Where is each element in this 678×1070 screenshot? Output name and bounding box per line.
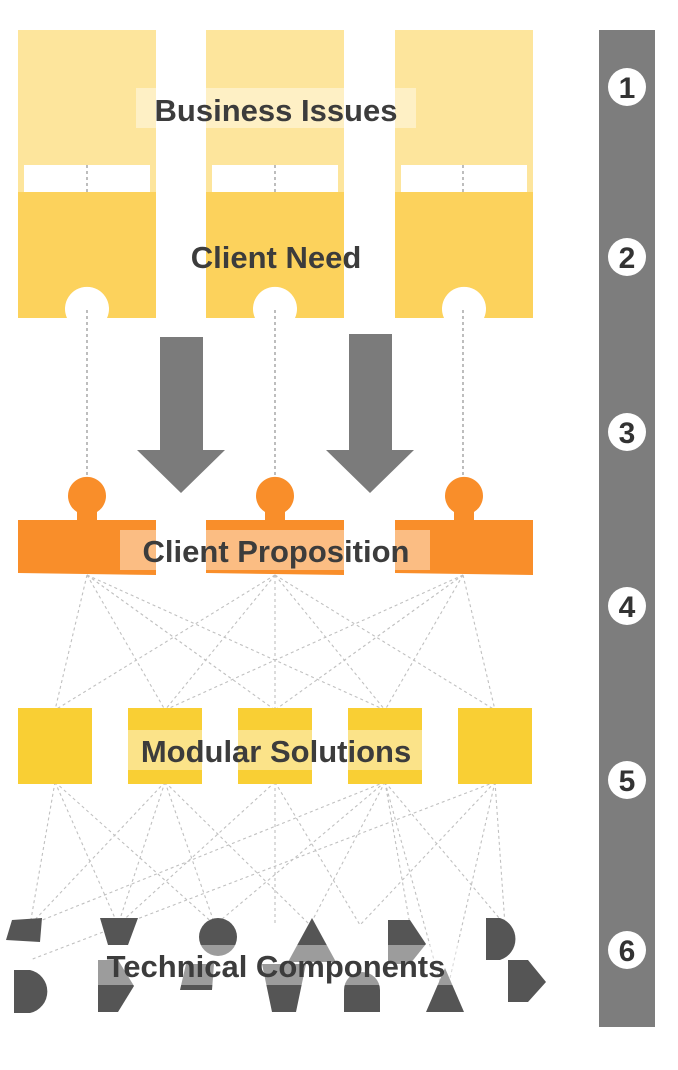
level-badge [608, 413, 646, 451]
connector-line [164, 781, 216, 926]
level-number: 2 [619, 242, 636, 275]
connector-line [86, 574, 386, 711]
level-number: 3 [619, 417, 636, 450]
connector-line [54, 781, 216, 926]
connector-line [117, 781, 276, 926]
level-number: 4 [619, 591, 636, 624]
business-issue-piece [395, 30, 533, 165]
modular-solutions-row [18, 708, 532, 784]
pentagon-component-icon [508, 960, 546, 1002]
connector-line [54, 574, 276, 711]
connector-line [274, 781, 361, 926]
level-number: 5 [619, 765, 636, 798]
connector-line [164, 781, 311, 926]
modular-solution-block [238, 708, 312, 784]
modular-solution-block [18, 708, 92, 784]
connector-line [29, 781, 166, 926]
connectors [29, 165, 506, 1001]
connector-line [86, 574, 166, 711]
level-label-technical-components: Technical Components [107, 949, 446, 984]
level-scale-bar: 1 2 3 4 5 6 [599, 30, 655, 1027]
connector-line [54, 574, 88, 711]
modular-solution-block [128, 708, 202, 784]
business-issue-piece [206, 30, 344, 165]
connector-line [29, 781, 386, 926]
triangle-component-icon [426, 968, 464, 1012]
connector-line [384, 574, 464, 711]
level-number: 6 [619, 935, 636, 968]
connector-line [444, 781, 496, 1001]
client-need-piece [395, 192, 533, 318]
modular-solution-block [348, 708, 422, 784]
connector-line [29, 781, 496, 961]
client-need-row [18, 192, 533, 318]
connector-line [164, 574, 276, 711]
half-circle-component-icon [14, 970, 48, 1013]
parallelogram-component-icon [6, 918, 42, 942]
trapezoid-component-icon [100, 918, 138, 945]
level-badge [608, 587, 646, 625]
connector-line [359, 781, 496, 926]
client-need-piece [206, 192, 344, 318]
half-circle-component-icon [486, 918, 516, 960]
connector-line [274, 574, 386, 711]
pentagon-component-icon [388, 920, 426, 964]
client-proposition-piece [18, 476, 156, 575]
label-highlight [136, 88, 416, 128]
arrows [137, 334, 414, 493]
level-number: 1 [619, 72, 636, 105]
level-badge [608, 68, 646, 106]
label-highlight [80, 945, 475, 985]
connector-line [29, 781, 56, 926]
label-highlight [120, 730, 432, 770]
business-issue-tab [395, 165, 401, 195]
level-badge [608, 931, 646, 969]
connector-line [462, 574, 496, 711]
connector-line [384, 781, 446, 1001]
down-arrow-icon [137, 337, 225, 493]
level-label-client-need: Client Need [191, 240, 362, 275]
connector-line [117, 781, 166, 926]
connector-line [384, 781, 506, 926]
client-proposition-row [18, 476, 533, 575]
connector-line [86, 574, 276, 711]
level-badge [608, 238, 646, 276]
technical-components-row [6, 918, 546, 1013]
business-issue-tab [18, 165, 24, 195]
business-issue-tab [206, 165, 212, 195]
trapezoid-component-icon [262, 964, 306, 1012]
pentagon-component-icon [98, 960, 134, 1012]
client-proposition-piece [206, 476, 344, 575]
business-issue-tab [338, 165, 344, 195]
level-labels: Business Issues Client Need Client Propo… [80, 88, 475, 985]
parallelogram-component-icon [180, 964, 214, 990]
level-label-business-issues: Business Issues [155, 93, 398, 128]
connector-line [494, 781, 506, 926]
scale-bar [599, 30, 655, 1027]
connector-line [384, 781, 411, 926]
level-label-modular-solutions: Modular Solutions [141, 734, 411, 769]
half-circle-component-icon [344, 972, 380, 1012]
business-issue-tab [527, 165, 533, 195]
client-proposition-piece [395, 476, 533, 575]
connector-line [274, 574, 496, 711]
modular-solution-block [458, 708, 532, 784]
connector-line [214, 781, 386, 926]
circle-component-icon [199, 918, 237, 956]
business-issue-piece [18, 30, 156, 165]
business-issue-tab [150, 165, 156, 195]
connector-line [54, 781, 119, 926]
level-badge [608, 761, 646, 799]
down-arrow-icon [326, 334, 414, 493]
business-issues-row [18, 30, 533, 195]
connector-line [309, 781, 386, 926]
client-need-piece [18, 192, 156, 318]
triangle-component-icon [288, 918, 336, 962]
label-highlight [120, 530, 430, 570]
connector-line [274, 574, 464, 711]
level-label-client-proposition: Client Proposition [143, 534, 410, 569]
connector-line [164, 574, 464, 711]
